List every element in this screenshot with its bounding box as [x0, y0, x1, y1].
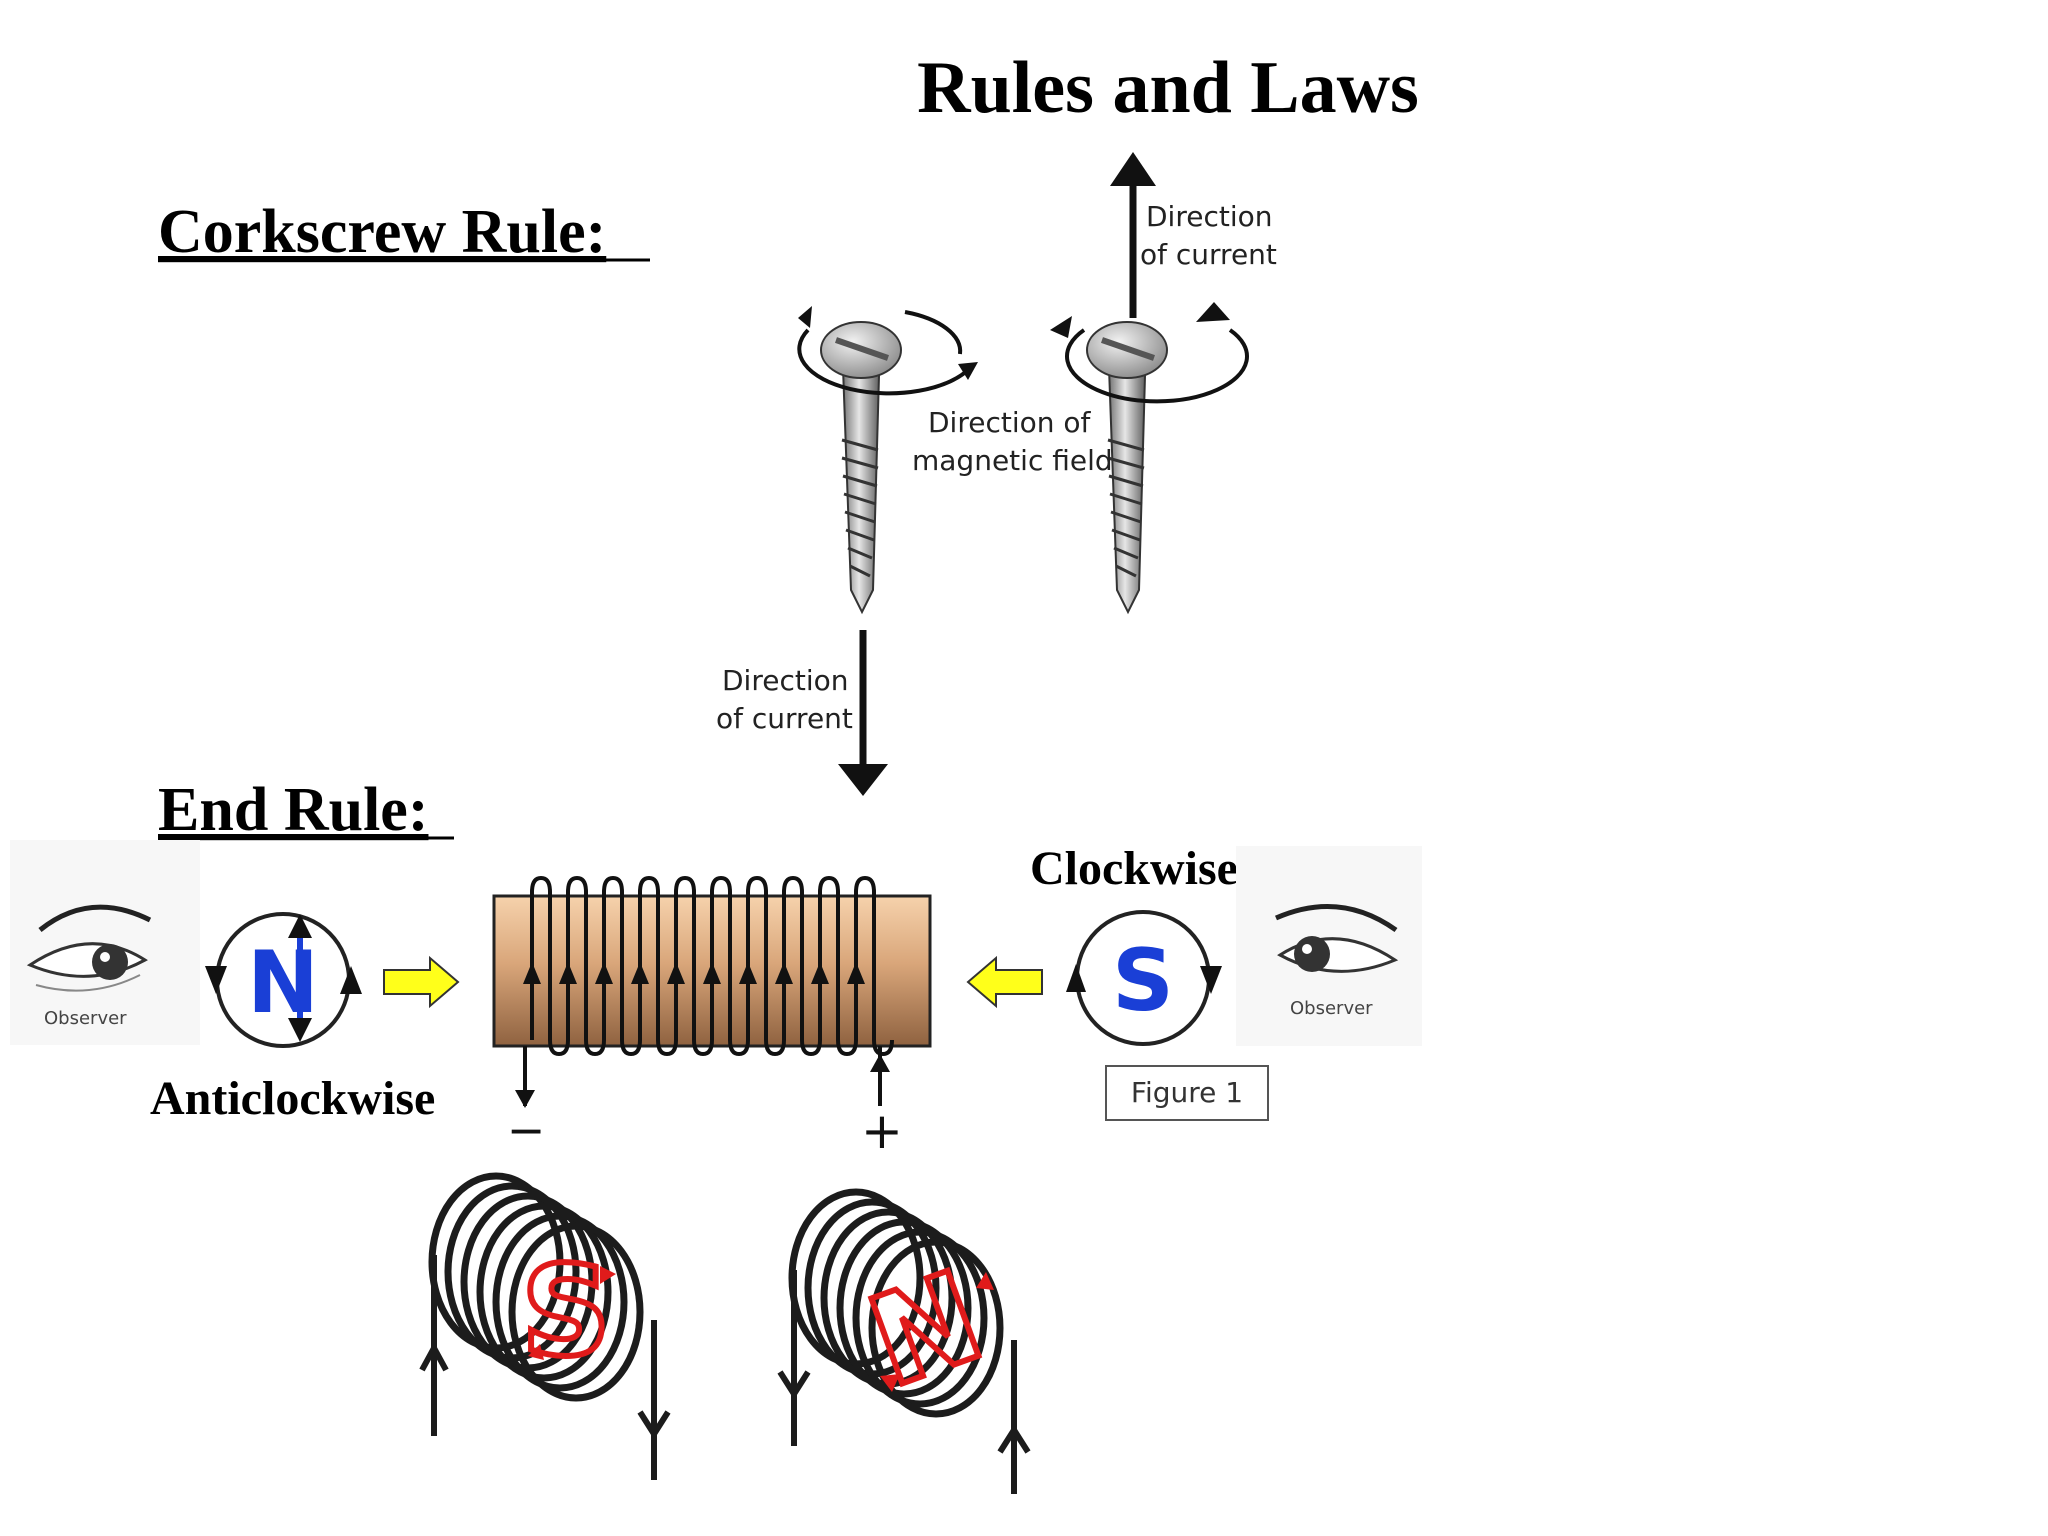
- left-yellow-arrow: [383, 955, 460, 1009]
- solenoid-current-arrow: [595, 962, 613, 984]
- solenoid-loop: [818, 875, 858, 1057]
- solenoid-loop: [602, 875, 642, 1057]
- end-rule-heading: End Rule:: [158, 776, 428, 844]
- solenoid-loop: [746, 875, 786, 1057]
- minus-terminal: −: [507, 1103, 546, 1157]
- solenoid: [492, 875, 932, 1108]
- current-down-label-1: Direction: [722, 664, 849, 697]
- current-down-label-2: of current: [716, 702, 853, 735]
- right-pole-indicator: S: [1066, 910, 1222, 1046]
- left-eye-icon: [10, 840, 200, 1045]
- right-observer-label: Observer: [1290, 998, 1373, 1019]
- solenoid-current-arrow: [811, 962, 829, 984]
- right-yellow-arrow: [966, 955, 1043, 1009]
- solenoid-current-arrow: [523, 962, 541, 984]
- solenoid-current-arrow: [559, 962, 577, 984]
- solenoid-loop: [674, 875, 714, 1057]
- current-down-arrowhead: [838, 764, 888, 796]
- figure-label: Figure 1: [1131, 1076, 1243, 1109]
- magnetic-field-label-1: Direction of: [928, 406, 1092, 439]
- solenoid-loop: [566, 875, 606, 1057]
- solenoid-loop: [782, 875, 822, 1057]
- current-up-label-2: of current: [1140, 238, 1277, 271]
- right-pole-letter: S: [1112, 931, 1174, 1031]
- left-pole-letter: N: [247, 933, 319, 1033]
- left-coil: S: [419, 1172, 671, 1480]
- anticlockwise-label: Anticlockwise: [150, 1072, 435, 1125]
- left-screw: [797, 306, 978, 615]
- left-observer-label: Observer: [44, 1008, 127, 1029]
- left-pole-indicator: N: [205, 912, 362, 1048]
- solenoid-loop: [530, 875, 570, 1057]
- page-title: Rules and Laws: [917, 47, 1419, 129]
- corkscrew-rule-heading: Corkscrew Rule:: [158, 198, 606, 266]
- left-coil-pole-letter: S: [521, 1240, 610, 1384]
- current-up-arrowhead: [1110, 152, 1156, 186]
- solenoid-loops: [523, 875, 894, 1057]
- solenoid-current-arrow: [847, 962, 865, 984]
- solenoid-loop: [638, 875, 678, 1057]
- clockwise-label: Clockwise: [1030, 842, 1238, 895]
- solenoid-loop: [710, 875, 750, 1057]
- plus-terminal: +: [861, 1102, 903, 1160]
- current-up-label-1: Direction: [1146, 200, 1273, 233]
- right-coil: N: [777, 1188, 1031, 1494]
- solenoid-current-arrow: [775, 962, 793, 984]
- right-screw: [1050, 302, 1249, 615]
- solenoid-current-arrow: [739, 962, 757, 984]
- solenoid-loop: [854, 875, 894, 1057]
- magnetic-field-label-2: magnetic field: [912, 444, 1113, 477]
- solenoid-current-arrow: [667, 962, 685, 984]
- figure-label-box: [1105, 1065, 1269, 1121]
- right-eye-icon: [1236, 846, 1422, 1046]
- solenoid-current-arrow: [631, 962, 649, 984]
- solenoid-current-arrow: [703, 962, 721, 984]
